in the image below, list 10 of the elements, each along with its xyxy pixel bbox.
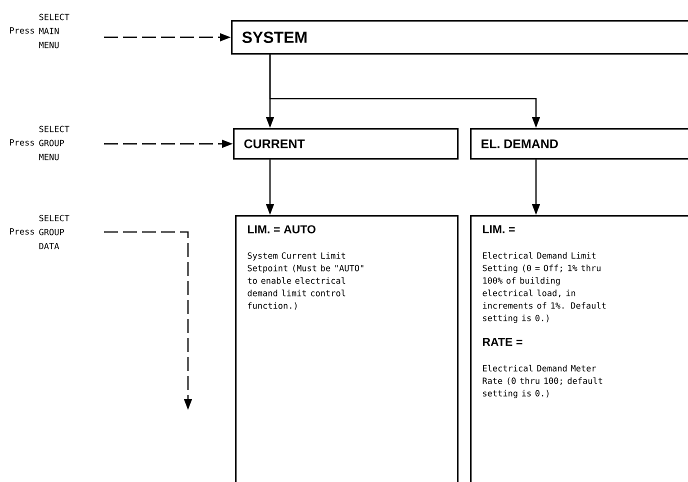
menu-box: EL. DEMAND [470, 128, 688, 160]
data-box [235, 215, 459, 482]
instruction-label: Press SELECT GROUP DATA [10, 214, 70, 250]
instruction-label: Press SELECT MAIN MENU [10, 14, 70, 48]
menu-box: SYSTEM [231, 20, 688, 55]
data-box-text: LIM. = AUTO System Current Limit Setpoint (Must be "AUTO" to enable electrical demand limit control function.) [248, 225, 364, 310]
menu-box: CURRENT [233, 128, 459, 160]
data-box-text: LIM. = Electrical Demand Limit Setting (0 = Off; 1% thru 100% of building electrical load, in increments of 1%. Default setting is 0.) RATE = Electrical Demand Meter Rate (0 thru 100; default setting is 0.) [482, 225, 606, 398]
data-box [470, 215, 688, 482]
instruction-label: Press SELECT GROUP MENU [10, 126, 70, 160]
